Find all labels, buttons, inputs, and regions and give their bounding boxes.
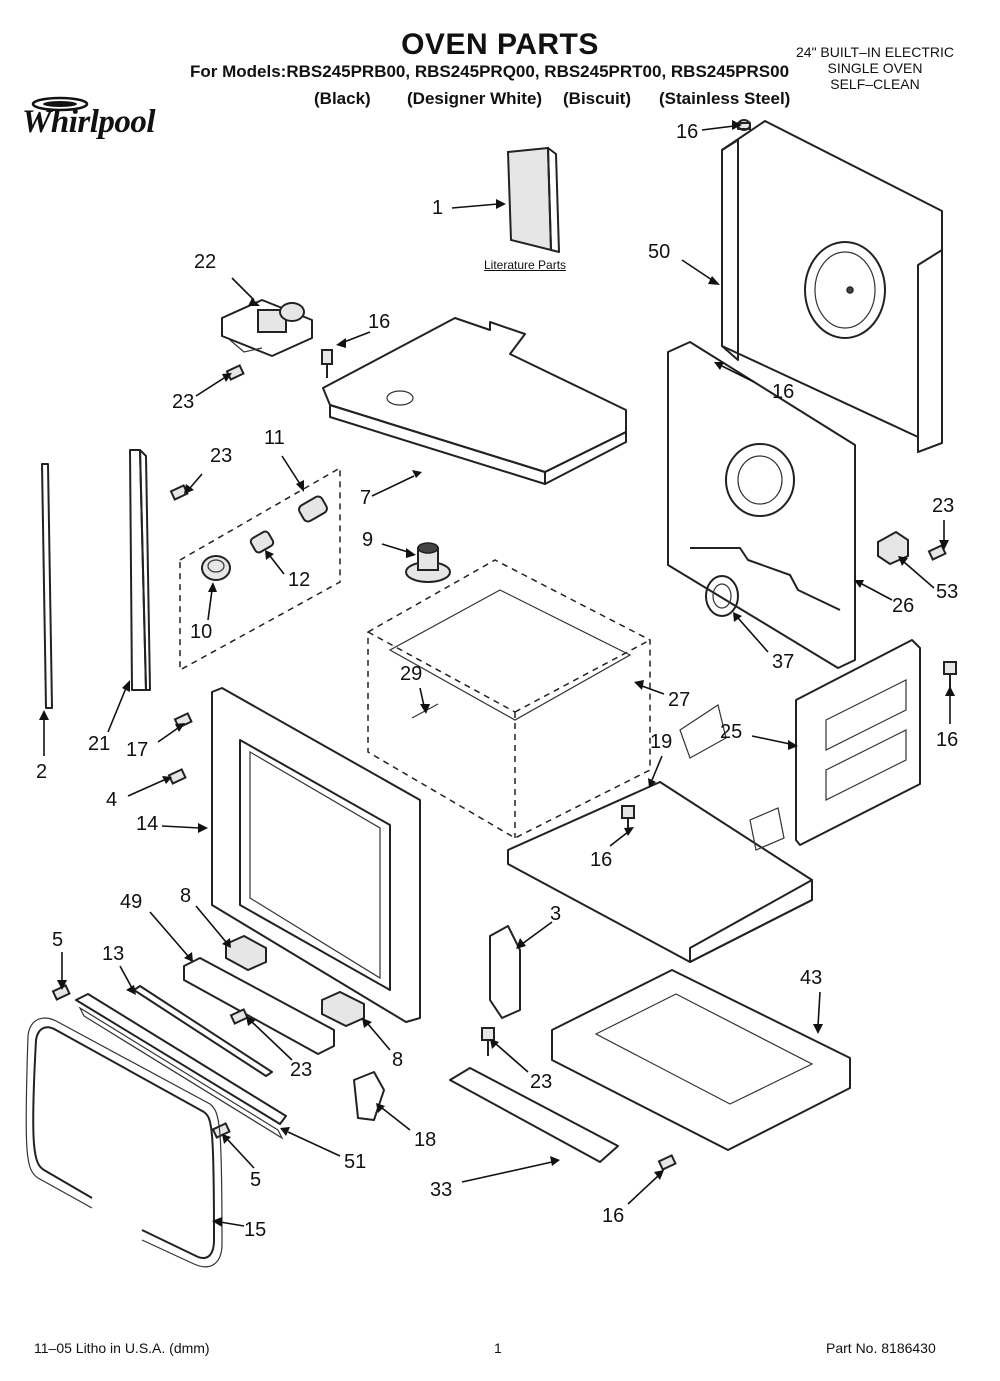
lamp-assembly-group	[179, 466, 341, 672]
callout-7: 7	[360, 487, 372, 509]
callout-12: 12	[288, 569, 311, 591]
callout-16: 16	[602, 1205, 625, 1227]
screw-part	[51, 984, 71, 1001]
callout-15: 15	[244, 1219, 267, 1241]
fan-baffle-part	[667, 341, 856, 669]
callout-11: 11	[264, 427, 285, 449]
side-panel-part	[795, 639, 921, 846]
callout-23: 23	[172, 391, 195, 413]
whirlpool-logo-swoosh-icon	[31, 96, 89, 112]
brand-logo: Whirlpool	[22, 104, 156, 140]
screw-part	[943, 661, 957, 690]
product-spec: 24" BUILT–IN ELECTRIC SINGLE OVEN SELF–C…	[770, 44, 980, 92]
screw-part	[225, 364, 245, 381]
leader-lines	[39, 120, 955, 1227]
toe-kick-part	[449, 1067, 619, 1163]
trim-strip-part	[133, 985, 273, 1077]
support-bar-part	[183, 957, 335, 1055]
callout-16: 16	[590, 849, 613, 871]
callout-50: 50	[648, 241, 671, 263]
callout-3: 3	[550, 903, 562, 925]
page-title: OVEN PARTS	[401, 28, 599, 61]
top-panel-part	[322, 317, 627, 485]
screw-part	[657, 1154, 677, 1171]
callout-5: 5	[52, 929, 64, 951]
callout-21: 21	[88, 733, 111, 755]
callout-23: 23	[210, 445, 233, 467]
bottom-panel-part	[507, 704, 813, 963]
spec-line: SELF–CLEAN	[830, 76, 920, 92]
callout-16: 16	[676, 121, 699, 143]
callout-19: 19	[650, 731, 673, 753]
side-trim-part	[129, 449, 151, 691]
spacer-part	[225, 934, 267, 972]
print-info: 11–05 Litho in U.S.A. (dmm)	[34, 1340, 210, 1356]
callout-16: 16	[772, 381, 795, 403]
fan-gasket-part	[705, 575, 739, 617]
oven-cavity-part	[367, 559, 651, 839]
callout-23: 23	[530, 1071, 553, 1093]
spec-line: SINGLE OVEN	[827, 60, 923, 76]
part-number: Part No. 8186430	[826, 1340, 936, 1356]
screw-part	[621, 805, 635, 832]
callout-8: 8	[392, 1049, 404, 1071]
callout-49: 49	[120, 891, 143, 913]
literature-parts-label: Literature Parts	[484, 258, 567, 272]
screw-part	[167, 768, 187, 785]
model-list: For Models:RBS245PRB00, RBS245PRQ00, RBS…	[190, 62, 790, 81]
spacer-part	[321, 990, 365, 1028]
screw-part	[229, 1008, 249, 1025]
front-trim-part	[75, 993, 287, 1140]
callout-4: 4	[106, 789, 118, 811]
variant-designer-white: (Designer White)	[407, 89, 543, 108]
callout-14: 14	[136, 813, 159, 835]
door-lock-switch-part	[221, 299, 313, 357]
bracket-part	[877, 530, 909, 566]
screw-part	[927, 544, 947, 561]
callout-13: 13	[102, 943, 125, 965]
hinge-receptacle-part	[489, 925, 521, 1019]
screw-part	[481, 1027, 495, 1056]
callout-10: 10	[190, 621, 213, 643]
page-number: 1	[494, 1340, 502, 1356]
screw-part	[321, 349, 333, 378]
callout-2: 2	[36, 761, 48, 783]
callout-5: 5	[250, 1169, 262, 1191]
callout-33: 33	[430, 1179, 453, 1201]
spec-line: 24" BUILT–IN ELECTRIC	[796, 44, 954, 60]
callout-26: 26	[892, 595, 915, 617]
callout-51: 51	[344, 1151, 367, 1173]
drawer-frame-part	[551, 969, 851, 1151]
variant-stainless-steel: (Stainless Steel)	[659, 89, 791, 108]
callout-1: 1	[432, 197, 444, 219]
callout-27: 27	[668, 689, 691, 711]
callout-25: 25	[720, 721, 743, 743]
callout-9: 9	[362, 529, 374, 551]
callout-22: 22	[194, 251, 217, 273]
callout-17: 17	[126, 739, 149, 761]
latch-part	[353, 1071, 385, 1121]
variant-black: (Black)	[314, 89, 371, 108]
front-frame-part	[211, 687, 421, 1023]
door-gasket-part	[25, 1017, 223, 1268]
callout-16: 16	[368, 311, 391, 333]
variant-biscuit: (Biscuit)	[563, 89, 631, 108]
callout-18: 18	[414, 1129, 437, 1151]
vent-strip-part	[41, 463, 53, 709]
callout-23: 23	[290, 1059, 313, 1081]
callout-8: 8	[180, 885, 192, 907]
callout-16: 16	[936, 729, 959, 751]
screw-part	[211, 1122, 231, 1139]
callout-29: 29	[400, 663, 423, 685]
callout-37: 37	[772, 651, 795, 673]
rear-panel-part	[721, 120, 943, 453]
literature-booklet-part	[506, 146, 560, 253]
callout-53: 53	[936, 581, 959, 603]
callout-43: 43	[800, 967, 823, 989]
convection-fan-part	[405, 542, 451, 583]
callout-23: 23	[932, 495, 955, 517]
